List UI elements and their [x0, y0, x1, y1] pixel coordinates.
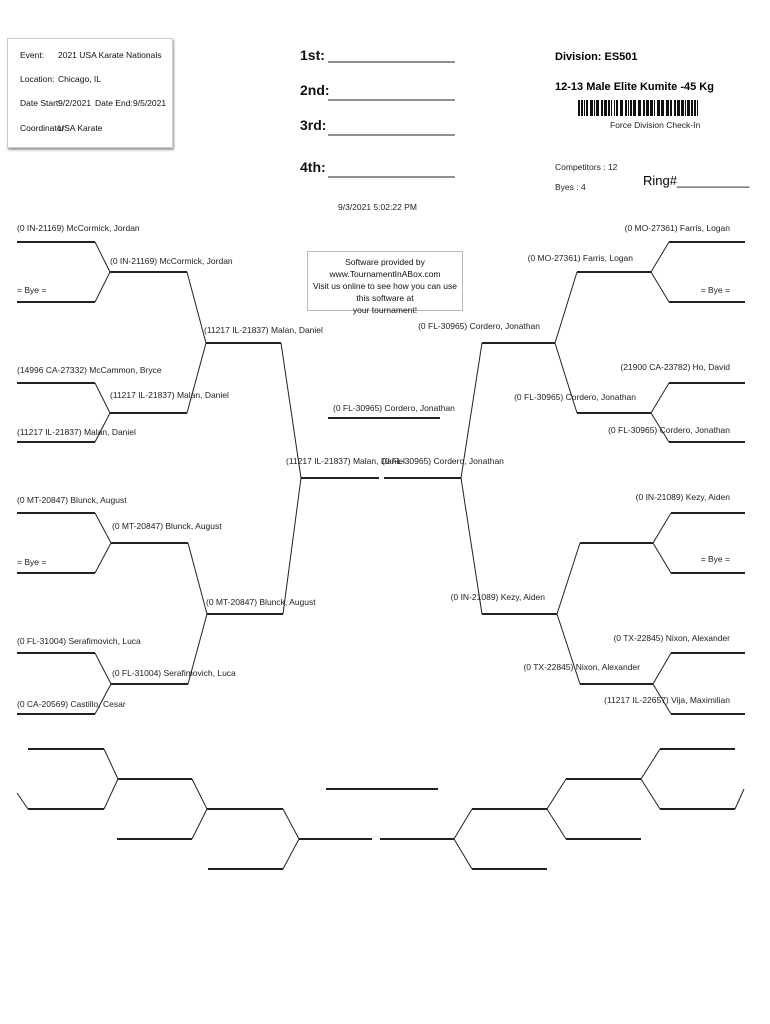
event-value: 2021 USA Karate Nationals — [58, 50, 162, 60]
competitor: = Bye = — [17, 557, 46, 567]
date-end-label: Date End: — [95, 98, 133, 108]
place-3rd: 3rd: — [300, 117, 326, 133]
competitor: (0 MT-20847) Blunck, August — [112, 521, 222, 531]
competitor: (11217 IL-21837) Malan, Daniel — [110, 390, 229, 400]
competitors-count: Competitors : 12 — [555, 162, 618, 172]
promo-line: Software provided by www.TournamentInABo… — [329, 257, 441, 279]
competitor: (0 IN-21169) McCormick, Jordan — [17, 223, 140, 233]
date-start-label: Date Start: — [20, 98, 61, 108]
barcode — [578, 100, 698, 116]
finalist-right: (0 FL-30965) Cordero, Jonathan — [382, 456, 504, 466]
coordinator-value: USA Karate — [58, 123, 103, 133]
competitor: (0 TX-22845) Nixon, Alexander — [523, 662, 640, 672]
promo-line: your tournament! — [352, 305, 418, 315]
date-start-value: 9/2/2021 — [58, 98, 92, 108]
division-name: 12-13 Male Elite Kumite -45 Kg — [555, 81, 714, 93]
competitor: (0 CA-20569) Castillo, Cesar — [17, 699, 126, 709]
competitor: = Bye = — [17, 285, 46, 295]
competitor: (0 MO-27361) Farris, Logan — [528, 253, 634, 263]
competitor: = Bye = — [701, 554, 730, 564]
timestamp: 9/3/2021 5:02:22 PM — [338, 202, 417, 212]
competitor: (11217 IL-21837) Malan, Daniel — [17, 427, 136, 437]
competitor: (0 FL-31004) Serafimovich, Luca — [112, 668, 236, 678]
event-info-box: Event: 2021 USA Karate Nationals Locatio… — [7, 38, 173, 148]
right-bracket-labels: (0 MO-27361) Farris, Logan = Bye = (2190… — [382, 223, 730, 705]
competitor: (0 TX-22845) Nixon, Alexander — [613, 633, 730, 643]
competitor: (14996 CA-27332) McCammon, Bryce — [17, 365, 162, 375]
location-label: Location: — [20, 74, 55, 84]
ring-number: Ring#__________ — [643, 173, 750, 188]
competitor: = Bye = — [701, 285, 730, 295]
finalist-left: (11217 IL-21837) Malan, Daniel — [286, 456, 405, 466]
champion-name: (0 FL-30965) Cordero, Jonathan — [333, 403, 455, 413]
event-label: Event: — [20, 50, 45, 60]
place-1st: 1st: — [300, 47, 325, 63]
place-2nd: 2nd: — [300, 82, 330, 98]
competitor: (11217 IL-22657) Vija, Maximilian — [604, 695, 730, 705]
location-value: Chicago, IL — [58, 74, 101, 84]
byes-count: Byes : 4 — [555, 182, 586, 192]
left-bracket-labels: (0 IN-21169) McCormick, Jordan = Bye = (… — [17, 223, 405, 709]
competitor: (0 IN-21089) Kezy, Aiden — [451, 592, 546, 602]
division-code: Division: ES501 — [555, 51, 638, 63]
competitor: (0 FL-30965) Cordero, Jonathan — [608, 425, 730, 435]
competitor: (0 IN-21089) Kezy, Aiden — [636, 492, 731, 502]
competitor: (0 FL-31004) Serafimovich, Luca — [17, 636, 141, 646]
date-end-value: 9/5/2021 — [133, 98, 167, 108]
competitor: (21900 CA-23782) Ho, David — [620, 362, 730, 372]
consolation-bracket — [16, 748, 745, 870]
competitor: (0 FL-30965) Cordero, Jonathan — [514, 392, 636, 402]
checkin-label: Force Division Check-In — [610, 120, 700, 130]
competitor: (0 FL-30965) Cordero, Jonathan — [418, 321, 540, 331]
coordinator-label: Coordinator — [20, 123, 65, 133]
competitor: (0 MT-20847) Blunck, August — [17, 495, 127, 505]
promo-box: Software provided by www.TournamentInABo… — [307, 251, 463, 315]
competitor: (11217 IL-21837) Malan, Daniel — [204, 325, 323, 335]
right-bracket-lines — [384, 241, 745, 715]
competitor: (0 MO-27361) Farris, Logan — [625, 223, 731, 233]
left-bracket-lines — [17, 241, 379, 715]
place-4th: 4th: — [300, 159, 326, 175]
promo-line: Visit us online to see how you can use t… — [313, 281, 457, 303]
competitor: (0 MT-20847) Blunck, August — [206, 597, 316, 607]
competitor: (0 IN-21169) McCormick, Jordan — [110, 256, 233, 266]
